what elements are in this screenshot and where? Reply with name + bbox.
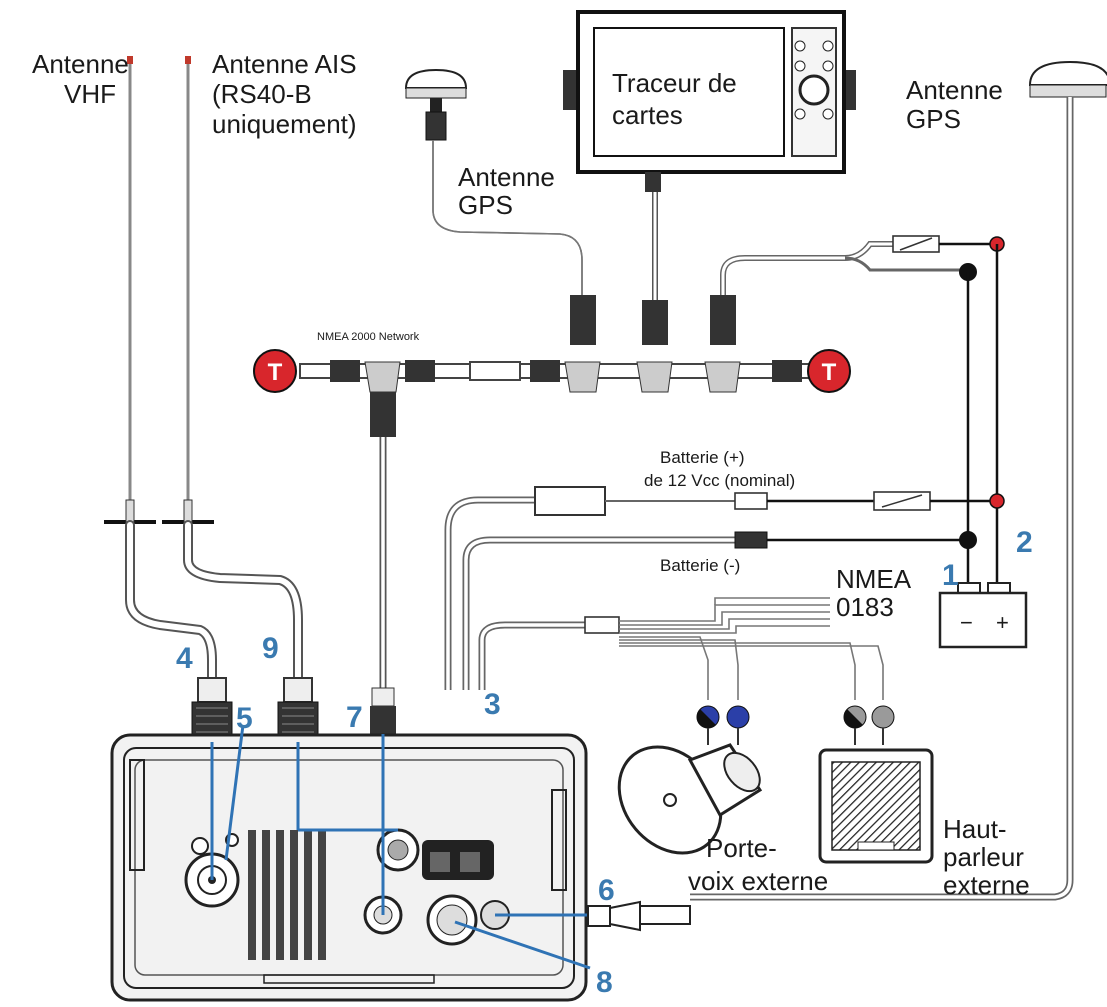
- speaker-label-1: Haut-: [943, 814, 1007, 844]
- nmea2000-label: NMEA 2000 Network: [317, 331, 420, 343]
- speaker-label-2: parleur: [943, 842, 1024, 872]
- gps-mid-label-2: GPS: [458, 190, 513, 220]
- svg-text:+: +: [996, 610, 1009, 635]
- ais-coax-cable: [183, 520, 303, 695]
- terminator-right: T: [807, 349, 851, 393]
- gps-antenna-mid: [404, 68, 468, 141]
- positive-terminal: [989, 493, 1005, 509]
- inline-filter: [534, 486, 606, 516]
- ais-antenna-label-3: uniquement): [212, 109, 357, 139]
- callout-7: 7: [346, 701, 363, 734]
- loudhailer-icon: [617, 743, 763, 855]
- battery-plus-label-2: de 12 Vcc (nominal): [644, 471, 795, 490]
- speaker-label-3: externe: [943, 870, 1030, 900]
- ais-antenna: [162, 56, 214, 524]
- callout-line-5: [224, 724, 245, 861]
- callout-1: 1: [942, 559, 959, 592]
- vhf-coax-cable: [125, 520, 217, 695]
- callout-4: 4: [176, 642, 193, 675]
- vhf-antenna: [104, 56, 156, 524]
- nmea2000-backbone: [299, 295, 821, 437]
- callout-3: 3: [484, 688, 501, 721]
- battery: − +: [938, 582, 1028, 649]
- loudhailer-label-1: Porte-: [706, 833, 777, 863]
- battery-plus-label-1: Batterie (+): [660, 448, 745, 467]
- vhf-antenna-label-1: Antenne: [32, 49, 129, 79]
- callout-2: 2: [1016, 526, 1033, 559]
- nmea0183-wires: [619, 597, 884, 700]
- gps-right-label-1: Antenne: [906, 75, 1003, 105]
- vhf-radio-back: [110, 733, 588, 1002]
- ais-antenna-label-1: Antenne AIS: [212, 49, 357, 79]
- callout-line-8: [454, 920, 591, 970]
- grey-wire-end: [871, 705, 895, 729]
- gps-right-label-2: GPS: [906, 104, 961, 134]
- nmea0183-label-1: NMEA: [836, 564, 912, 594]
- battery-minus-label: Batterie (-): [660, 556, 740, 575]
- callout-8: 8: [596, 966, 613, 999]
- svg-text:−: −: [960, 610, 973, 635]
- negative-terminal: [959, 531, 977, 549]
- callout-6: 6: [598, 874, 615, 907]
- gps-antenna-right: [1028, 60, 1107, 98]
- chartplotter: [563, 10, 856, 192]
- speaker-icon: [818, 748, 934, 864]
- callout-5: 5: [236, 702, 253, 735]
- vhf-connector: [191, 677, 233, 743]
- ais-connector: [277, 677, 319, 743]
- svg-text:T: T: [268, 359, 283, 386]
- vhf-antenna-label-2: VHF: [64, 79, 116, 109]
- chartplotter-label-1: Traceur de: [612, 68, 737, 98]
- ais-antenna-label-2: (RS40-B: [212, 79, 312, 109]
- chartplotter-label-2: cartes: [612, 100, 683, 130]
- loudhailer-label-2: voix externe: [688, 866, 828, 896]
- terminator-left: T: [253, 349, 297, 393]
- callout-9: 9: [262, 632, 279, 665]
- nmea0183-label-2: 0183: [836, 592, 894, 622]
- blue-wire-end: [726, 705, 750, 729]
- gps-mid-label-1: Antenne: [458, 162, 555, 192]
- svg-text:T: T: [822, 359, 837, 386]
